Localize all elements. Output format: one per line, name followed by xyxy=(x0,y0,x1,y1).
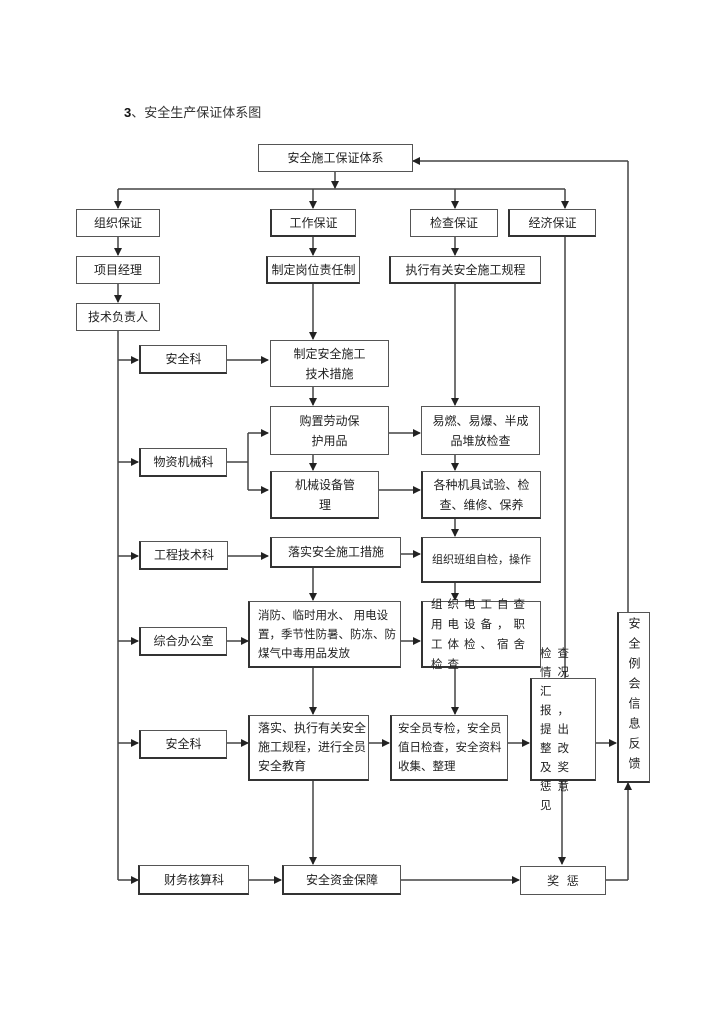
node-material-dept: 物资机械科 xyxy=(139,448,227,477)
node-safety-dept-2: 安全科 xyxy=(139,730,227,759)
node-machine-test: 各种机具试验、检查、维修、保养 xyxy=(421,471,541,519)
node-feedback: 安全例会信息反馈 xyxy=(617,612,650,783)
node-hazmat-check: 易燃、易爆、半成品堆放检查 xyxy=(421,406,540,455)
node-equipment-mgmt: 机械设备管理 xyxy=(270,471,379,519)
node-safety-dept-1: 安全科 xyxy=(139,345,227,374)
node-implement-measures: 落实安全施工措施 xyxy=(270,537,401,568)
node-inspector-check: 安全员专检，安全员值日检查，安全资料收集、整理 xyxy=(390,715,508,781)
node-project-manager: 项目经理 xyxy=(76,256,160,284)
node-finance-dept: 财务核算科 xyxy=(138,865,249,895)
node-org-guarantee: 组织保证 xyxy=(76,209,160,237)
diagram-title: 3、安全生产保证体系图 xyxy=(124,105,262,121)
node-tech-measures: 制定安全施工技术措施 xyxy=(270,340,389,387)
node-root: 安全施工保证体系 xyxy=(258,144,413,172)
node-tech-lead: 技术负责人 xyxy=(76,303,160,331)
node-implement-rules: 落实、执行有关安全施工规程，进行全员安全教育 xyxy=(248,715,369,781)
node-work-guarantee: 工作保证 xyxy=(270,209,356,237)
node-electric-check: 组织电工自查用电设备，职工体检、宿舍检查 xyxy=(421,597,541,671)
node-fire-water-power: 消防、临时用水、 用电设置，季节性防暑、防冻、防煤气中毒用品发放 xyxy=(248,601,401,668)
node-eng-dept: 工程技术科 xyxy=(139,541,228,570)
node-econ-guarantee: 经济保证 xyxy=(508,209,596,237)
node-exec-rules: 执行有关安全施工规程 xyxy=(389,256,541,284)
node-post-responsibility: 制定岗位责任制 xyxy=(266,256,360,284)
node-office: 综合办公室 xyxy=(139,627,227,656)
node-check-guarantee: 检查保证 xyxy=(410,209,498,237)
node-fund-guarantee: 安全资金保障 xyxy=(282,865,401,895)
node-purchase-ppe: 购置劳动保护用品 xyxy=(270,406,389,455)
node-report: 检查情况汇报，提出整改及奖惩意见 xyxy=(530,646,596,812)
node-reward-penalty: 奖 惩 xyxy=(520,866,606,895)
node-team-selfcheck: 组织班组自检，操作 xyxy=(421,537,541,583)
